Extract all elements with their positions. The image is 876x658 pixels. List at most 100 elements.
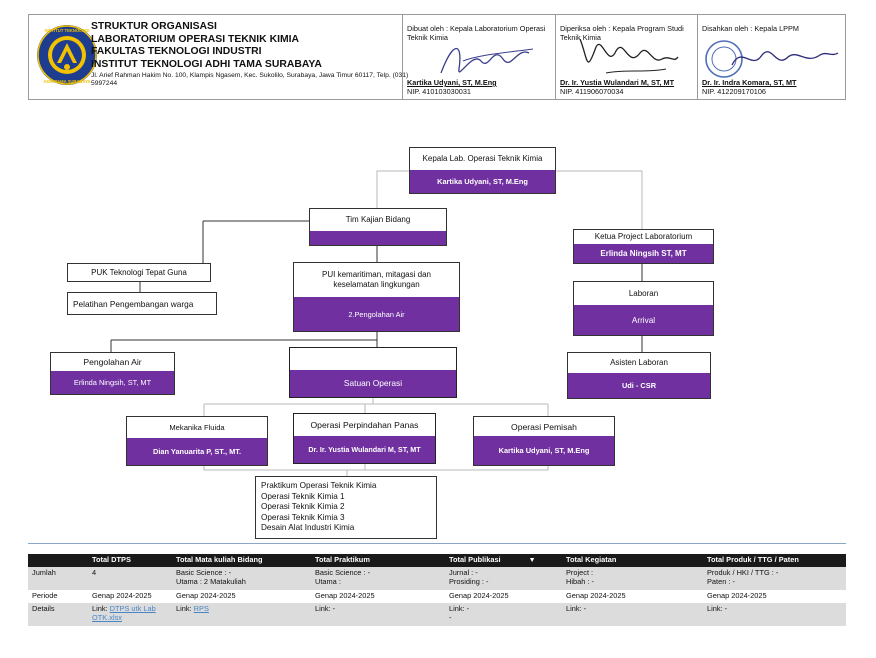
signature-scribble-icon xyxy=(579,38,679,74)
caret-down-icon: ▼ xyxy=(528,556,536,564)
table-cell: Genap 2024-2025 xyxy=(88,589,172,604)
list-item: Operasi Teknik Kimia 1 xyxy=(261,491,345,501)
table-header-cell: Total Praktikum xyxy=(311,554,445,567)
rps-link[interactable]: RPS xyxy=(193,604,209,614)
org-box-title xyxy=(290,348,456,370)
org-box-ketua-project: Ketua Project Laboratorium Erlinda Nings… xyxy=(573,229,714,264)
table-cell: Produk / HKI / TTG : -Paten : - xyxy=(703,567,846,590)
signature-label: Disahkan oleh : Kepala LPPM xyxy=(702,24,799,33)
table-cell: Project :Hibah : - xyxy=(562,567,703,590)
table-header-cell xyxy=(28,554,88,567)
org-box-pui: PUI kemaritiman, mitagasi dan keselamata… xyxy=(293,262,460,332)
cell-line: 4 xyxy=(92,568,97,577)
org-box-pengolahan-air: Pengolahan Air Erlinda Ningsih, ST, MT xyxy=(50,352,175,395)
signature-approved: Disahkan oleh : Kepala LPPM Dr. Ir. Indr… xyxy=(698,15,847,99)
institute-name: INSTITUT TEKNOLOGI ADHI TAMA SURABAYA xyxy=(91,58,322,70)
org-box-name: 2.Pengolahan Air xyxy=(294,297,459,331)
table-cell: Link: - xyxy=(703,603,846,626)
table-cell: Genap 2024-2025 xyxy=(703,589,846,604)
document-header: INSTITUT TEKNOLOGI ADHI TAMA SURABAYA ST… xyxy=(28,14,846,100)
signature-scribble-icon xyxy=(440,47,534,74)
cell-line: Basic Science : - xyxy=(176,568,232,577)
org-box-name: Arrival xyxy=(574,305,713,335)
org-box-title: Tim Kajian Bidang xyxy=(310,209,446,231)
table-row: Periode Genap 2024-2025 Genap 2024-2025 … xyxy=(28,589,846,604)
org-box-pelatihan: Pelatihan Pengembangan warga xyxy=(67,292,217,315)
table-cell: Link: -- xyxy=(445,603,562,626)
org-box-perpindahan-panas: Operasi Perpindahan Panas Dr. Ir. Yustia… xyxy=(293,413,436,464)
divider xyxy=(555,15,556,99)
cell-line: Jurnal : - xyxy=(449,568,478,577)
table-cell: Link: - xyxy=(562,603,703,626)
signer-nip: NIP. 410103030031 xyxy=(407,87,471,96)
divider xyxy=(402,15,403,99)
org-box-title: Kepala Lab. Operasi Teknik Kimia xyxy=(410,148,555,170)
table-header-cell: Total Publikasi ▼ xyxy=(445,554,562,567)
table-cell: Genap 2024-2025 xyxy=(445,589,562,604)
cell-line: Produk / HKI / TTG : - xyxy=(707,568,779,577)
doc-title: STRUKTUR ORGANISASI xyxy=(91,21,217,32)
org-box-title: Operasi Pemisah xyxy=(474,417,614,436)
table-header-row: Total DTPS Total Mata kuliah Bidang Tota… xyxy=(28,554,846,567)
cell-line: Paten : - xyxy=(707,576,735,586)
svg-text:ADHI TAMA SURABAYA: ADHI TAMA SURABAYA xyxy=(43,79,90,84)
row-label: Jumlah xyxy=(28,567,88,590)
address: Jl. Arief Rahman Hakim No. 100, Klampis … xyxy=(91,72,409,88)
org-box-title: Laboran xyxy=(574,282,713,305)
praktikum-list: Praktikum Operasi Teknik Kimia Operasi T… xyxy=(255,476,437,539)
row-label: Details xyxy=(28,603,88,626)
org-box-mekanika-fluida: Mekanika Fluida Dian Yanuarita P, ST., M… xyxy=(126,416,268,466)
org-box-title: PUI kemaritiman, mitagasi dan keselamata… xyxy=(294,263,459,297)
faculty-name: FAKULTAS TEKNOLOGI INDUSTRI xyxy=(91,46,262,57)
table-header-cell: Total Kegiatan xyxy=(562,554,703,567)
table-cell: Link: RPS xyxy=(172,603,311,626)
cell-line: Basic Science : - xyxy=(315,568,371,577)
table-cell: Genap 2024-2025 xyxy=(311,589,445,604)
organization-title: STRUKTUR ORGANISASI LABORATORIUM OPERASI… xyxy=(91,21,421,89)
signer-name: Dr. Ir. Indra Komara, ST, MT xyxy=(702,78,797,87)
signer-name: Kartika Udyani, ST, M.Eng xyxy=(407,78,497,87)
table-cell: Genap 2024-2025 xyxy=(562,589,703,604)
list-item: Desain Alat Industri Kimia xyxy=(261,523,355,532)
table-header-label: Total Publikasi xyxy=(449,554,501,564)
signature-label: Diperiksa oleh : Kepala Program Studi Te… xyxy=(560,24,684,42)
signer-nip: NIP. 412209170106 xyxy=(702,87,766,96)
cell-text: Link: xyxy=(176,604,194,614)
org-box-puk: PUK Teknologi Tepat Guna xyxy=(67,263,211,282)
table-cell: Jurnal : -Prosiding : - xyxy=(445,567,562,590)
signature-label: Dibuat oleh : Kepala Laboratorium Operas… xyxy=(407,24,546,42)
table-cell: 4 xyxy=(88,567,172,590)
signature-created: Dibuat oleh : Kepala Laboratorium Operas… xyxy=(403,15,555,99)
org-box-title: Ketua Project Laboratorium xyxy=(574,230,713,244)
divider xyxy=(697,15,698,99)
cell-line: - xyxy=(449,613,452,623)
org-box-title: Mekanika Fluida xyxy=(127,417,267,438)
org-box-title: Operasi Perpindahan Panas xyxy=(294,414,435,436)
org-box-name xyxy=(310,231,446,245)
dtps-file-link[interactable]: DTPS utk Lab OTK.xlsx xyxy=(92,604,156,623)
org-box-name: Kartika Udyani, ST, M.Eng xyxy=(474,436,614,465)
table-row: Details Link: DTPS utk Lab OTK.xlsx Link… xyxy=(28,603,846,626)
table-cell: Basic Science : -Utama : xyxy=(311,567,445,590)
signer-name: Dr. Ir. Yustia Wulandari M, ST, MT xyxy=(560,78,675,87)
org-box-title: Asisten Laboran xyxy=(568,353,710,373)
table-cell: Genap 2024-2025 xyxy=(172,589,311,604)
org-box-laboran: Laboran Arrival xyxy=(573,281,714,336)
cell-line: Utama : xyxy=(315,576,341,586)
org-box-name: Erlinda Ningsih ST, MT xyxy=(574,244,713,263)
org-box-name: Udi - CSR xyxy=(568,373,710,398)
stamp-and-signature-icon xyxy=(705,40,839,78)
org-box-satuan-operasi: Satuan Operasi xyxy=(289,347,457,398)
org-box-name: Dr. Ir. Yustia Wulandari M, ST, MT xyxy=(294,436,435,463)
svg-text:INSTITUT TEKNOLOGI: INSTITUT TEKNOLOGI xyxy=(45,28,90,33)
org-box-operasi-pemisah: Operasi Pemisah Kartika Udyani, ST, M.En… xyxy=(473,416,615,466)
cell-line: Prosiding : - xyxy=(449,576,489,586)
row-label: Periode xyxy=(28,589,88,604)
lab-name: LABORATORIUM OPERASI TEKNIK KIMIA xyxy=(91,33,300,45)
table-cell: Basic Science : -Utama : 2 Matakuliah xyxy=(172,567,311,590)
org-box-name: Erlinda Ningsih, ST, MT xyxy=(51,371,174,394)
cell-line: Link: - xyxy=(449,604,470,614)
table-cell: Link: - xyxy=(311,603,445,626)
org-box-tim-kajian: Tim Kajian Bidang xyxy=(309,208,447,246)
org-box-name: Dian Yanuarita P, ST., MT. xyxy=(127,438,267,465)
